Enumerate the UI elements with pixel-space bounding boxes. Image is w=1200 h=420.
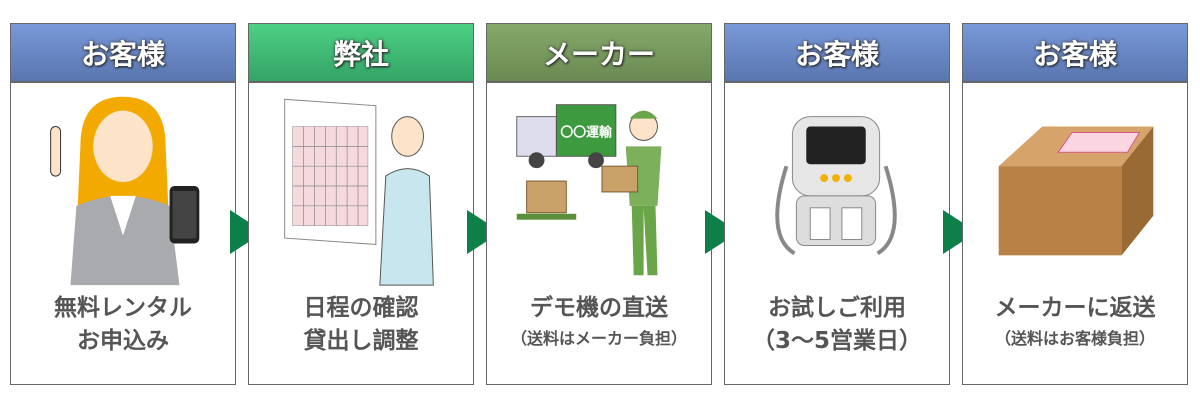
step-title: メーカーに返送 bbox=[994, 295, 1156, 321]
truck-label: 〇〇運輸 bbox=[560, 124, 612, 140]
delivery-truck-illustration: 〇〇運輸 bbox=[516, 104, 662, 276]
step-subtitle: 貸出し調整 bbox=[303, 328, 419, 354]
cardboard-box-illustration bbox=[998, 126, 1154, 256]
step-note: （送料はお客様負担） bbox=[994, 329, 1155, 348]
calendar-man-illustration bbox=[284, 98, 434, 286]
step-header: お客様 bbox=[963, 24, 1187, 83]
step-card-trial: お客様 お試しご利用 （3〜5営業日） bbox=[724, 23, 950, 385]
woman-with-phone-illustration bbox=[50, 96, 200, 286]
step-header: お客様 bbox=[11, 24, 235, 83]
step-header: お客様 bbox=[725, 24, 949, 83]
step-subtitle: （3〜5営業日） bbox=[751, 328, 922, 354]
step-card-return: お客様 メーカーに返送 （送料はお客様負担） bbox=[962, 23, 1188, 385]
beauty-device-illustration bbox=[775, 116, 897, 256]
step-title: 無料レンタル bbox=[54, 295, 192, 321]
step-title: お試しご利用 bbox=[768, 295, 906, 321]
step-title: 日程の確認 bbox=[303, 295, 419, 321]
step-note: （送料はメーカー負担） bbox=[510, 329, 687, 348]
step-card-delivery: メーカー 〇〇運輸 デモ機の直送 （送料はメーカー負担） bbox=[486, 23, 712, 385]
step-header: メーカー bbox=[487, 24, 711, 83]
step-header: 弊社 bbox=[249, 24, 473, 83]
step-card-schedule: 弊社 日程の確認貸出し調整 bbox=[248, 23, 474, 385]
step-card-apply: お客様 無料レンタルお申込み bbox=[10, 23, 236, 385]
step-subtitle: お申込み bbox=[77, 328, 169, 354]
step-title: デモ機の直送 bbox=[530, 295, 668, 321]
